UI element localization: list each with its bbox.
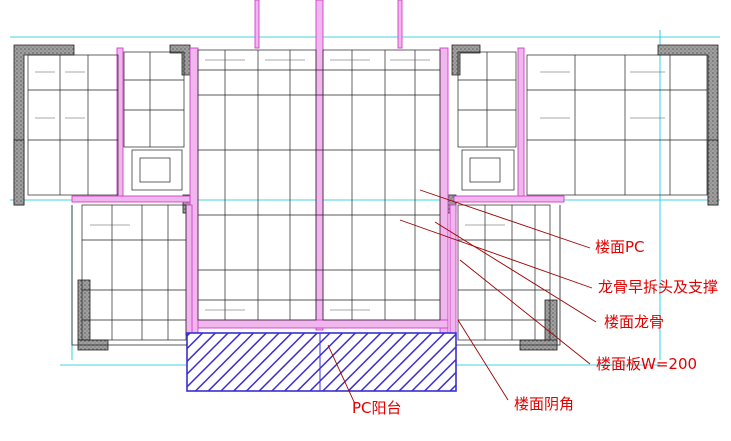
callout-keel-early-removal: 龙骨早拆头及支撑 (598, 278, 719, 296)
callout-floor-inner-corner: 楼面阴角 (514, 395, 575, 413)
outer-outline (71, 205, 561, 346)
magenta-beams (71, 0, 565, 336)
room-right-lower (457, 204, 551, 341)
leader-lines (327, 189, 597, 405)
callout-floor-slab: 楼面板W=200 (596, 355, 698, 373)
callout-floor-keel: 楼面龙骨 (604, 313, 665, 331)
room-left-upper (27, 51, 185, 196)
room-left-lower (81, 204, 187, 341)
callout-floor-pc: 楼面PC (595, 238, 645, 256)
pc-balcony-shape (186, 332, 457, 392)
panel-annotation-marks (35, 59, 665, 311)
room-right-upper (457, 51, 708, 196)
callout-pc-balcony: PC阳台 (352, 399, 402, 417)
room-center-slab (197, 49, 441, 321)
